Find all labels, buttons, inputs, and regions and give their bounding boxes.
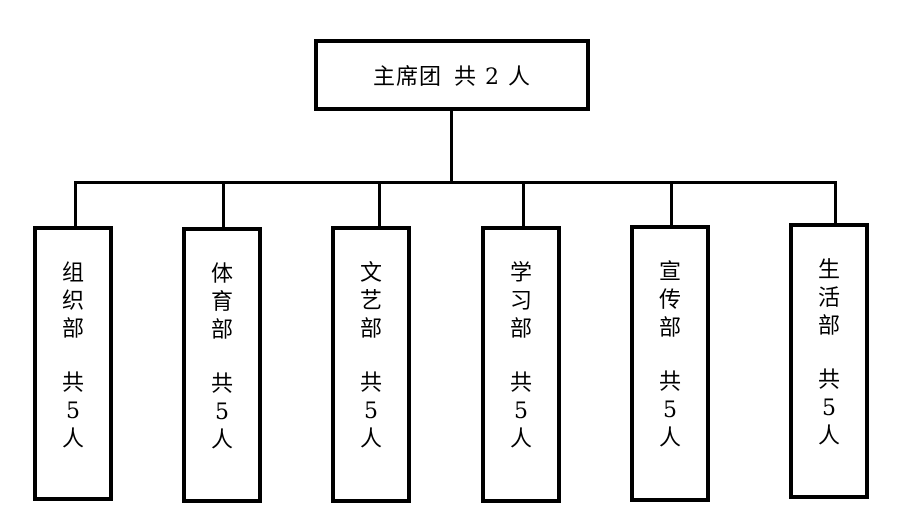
dept-count-char: 人 (509, 427, 532, 452)
dept-name-char: 文 (359, 261, 382, 286)
connector-horizontal-bus (74, 181, 837, 184)
dept-count-char: 共 (817, 368, 840, 393)
dept-name-char: 体 (210, 262, 233, 287)
dept-name-char: 宣 (658, 260, 681, 285)
dept-count-char: 共 (61, 371, 84, 396)
dept-name-char: 部 (61, 317, 84, 342)
connector-drop-5 (670, 181, 673, 226)
dept-count-char: 5 (821, 396, 836, 421)
dept-name-char: 部 (210, 318, 233, 343)
top-node-name: 主席团 (373, 65, 443, 90)
dept-count-char: 人 (658, 426, 681, 451)
dept-node-box: 生 活 部 共 5 人 (789, 223, 869, 499)
dept-name: 文 艺 部 (360, 260, 382, 344)
dept-count: 共 5 人 (211, 371, 233, 455)
dept-count: 共 5 人 (510, 370, 532, 454)
dept-name-char: 部 (359, 317, 382, 342)
dept-node-box: 组 织 部 共 5 人 (33, 226, 113, 501)
dept-name: 组 织 部 (62, 260, 84, 344)
dept-name: 体 育 部 (211, 261, 233, 345)
dept-node-box: 文 艺 部 共 5 人 (331, 226, 411, 503)
dept-count: 共 5 人 (62, 370, 84, 454)
dept-count-char: 共 (210, 372, 233, 397)
dept-count-char: 5 (363, 399, 378, 424)
top-node-box: 主席团 共 2 人 (314, 39, 590, 111)
connector-drop-1 (74, 181, 77, 227)
dept-name: 生 活 部 (818, 257, 840, 341)
dept-count-char: 人 (817, 424, 840, 449)
dept-count: 共 5 人 (818, 367, 840, 451)
connector-drop-2 (222, 181, 225, 228)
connector-top-vertical (450, 111, 453, 184)
dept-name-char: 部 (817, 314, 840, 339)
dept-count-char: 人 (210, 428, 233, 453)
dept-name-char: 习 (509, 289, 532, 314)
dept-count-char: 人 (61, 427, 84, 452)
dept-count-char: 5 (65, 399, 80, 424)
dept-name-char: 部 (658, 316, 681, 341)
dept-count: 共 5 人 (659, 369, 681, 453)
dept-name-char: 织 (61, 289, 84, 314)
dept-name-char: 传 (658, 288, 681, 313)
dept-count-char: 5 (214, 400, 229, 425)
dept-count-char: 共 (658, 370, 681, 395)
dept-name: 宣 传 部 (659, 259, 681, 343)
dept-name-char: 组 (61, 261, 84, 286)
dept-name-char: 学 (509, 261, 532, 286)
dept-name-char: 育 (210, 290, 233, 315)
dept-name-char: 部 (509, 317, 532, 342)
dept-name-char: 生 (817, 258, 840, 283)
dept-count: 共 5 人 (360, 370, 382, 454)
dept-name: 学 习 部 (510, 260, 532, 344)
top-node-count: 共 2 人 (454, 65, 531, 90)
dept-count-char: 共 (359, 371, 382, 396)
dept-count-char: 5 (513, 399, 528, 424)
dept-node-box: 体 育 部 共 5 人 (182, 227, 262, 503)
dept-name-char: 艺 (359, 289, 382, 314)
dept-count-char: 5 (662, 398, 677, 423)
dept-name-char: 活 (817, 286, 840, 311)
dept-count-char: 共 (509, 371, 532, 396)
connector-drop-4 (522, 181, 525, 227)
dept-node-box: 学 习 部 共 5 人 (481, 226, 561, 503)
connector-drop-6 (834, 181, 837, 224)
dept-count-char: 人 (359, 427, 382, 452)
dept-node-box: 宣 传 部 共 5 人 (630, 225, 710, 502)
connector-drop-3 (378, 181, 381, 227)
